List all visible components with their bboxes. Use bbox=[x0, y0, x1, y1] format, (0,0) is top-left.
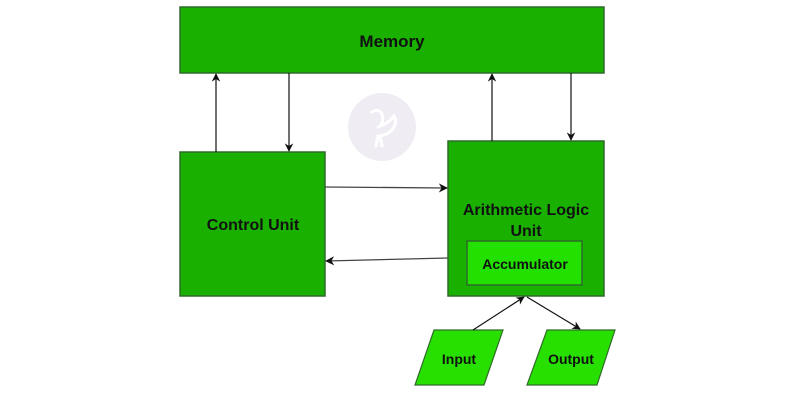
alu-label-line1: Arithmetic Logic bbox=[463, 202, 589, 219]
output-parallelogram[interactable]: Output bbox=[526, 329, 616, 386]
input-parallelogram[interactable]: Input bbox=[414, 329, 504, 386]
arrow-alu-to-control bbox=[325, 256, 449, 266]
arrow-input-to-alu bbox=[472, 296, 525, 331]
arrow-alu-to-output bbox=[526, 296, 581, 330]
output-label: Output bbox=[548, 351, 594, 367]
rooster-logo-icon bbox=[348, 93, 416, 161]
control-unit-box[interactable]: Control Unit bbox=[179, 151, 326, 297]
alu-label-line2: Unit bbox=[510, 223, 542, 240]
memory-box[interactable]: Memory bbox=[179, 6, 605, 74]
control-unit-label: Control Unit bbox=[207, 217, 300, 234]
input-label: Input bbox=[442, 351, 477, 367]
arrow-control-to-alu bbox=[324, 183, 448, 193]
memory-label: Memory bbox=[359, 32, 425, 51]
accumulator-box[interactable]: Accumulator bbox=[466, 240, 583, 286]
accumulator-label: Accumulator bbox=[482, 256, 568, 272]
